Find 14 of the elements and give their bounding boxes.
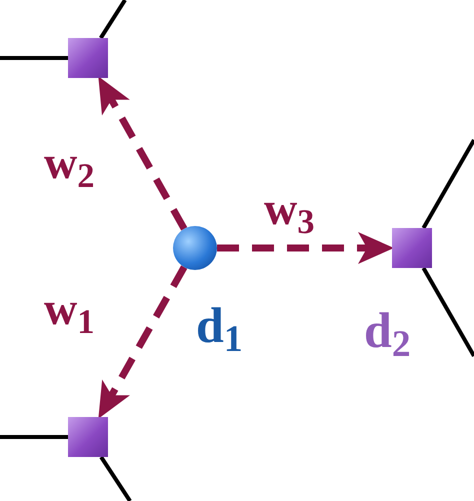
node-label: d$_{1}$: [196, 300, 243, 350]
dashed-arrow: [217, 232, 394, 264]
square-node: [392, 228, 432, 268]
square-node: [68, 417, 108, 457]
square-node: [68, 38, 108, 78]
line: [0, 56, 68, 60]
line: [99, 0, 127, 40]
line: [422, 267, 474, 357]
dashed-arrow: [96, 265, 188, 419]
line: [99, 456, 132, 501]
dashed-arrow: [96, 76, 188, 231]
node-label: d$_{2}$: [364, 305, 411, 355]
line: [422, 139, 474, 229]
line: [0, 435, 68, 439]
